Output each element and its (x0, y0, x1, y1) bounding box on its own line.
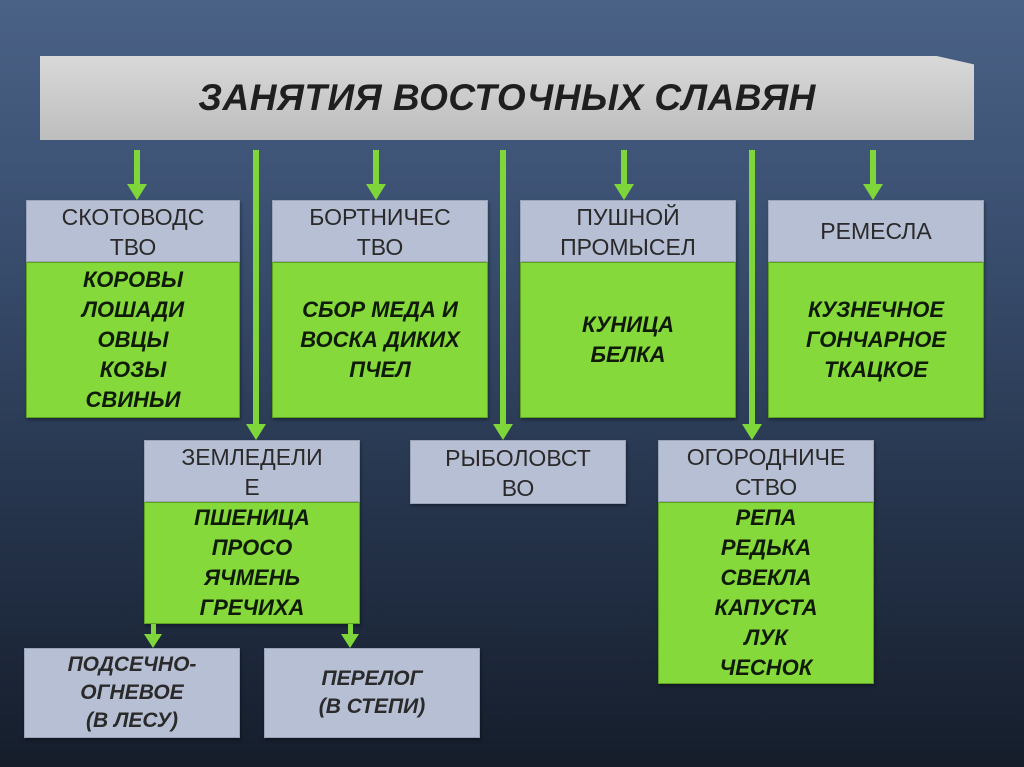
connector-fishing (500, 150, 506, 426)
content-cattle: КОРОВЫ ЛОШАДИ ОВЦЫ КОЗЫ СВИНЬИ (26, 262, 240, 418)
item-beekeeping-2: ВОСКА ДИКИХ (300, 327, 460, 352)
connector-fallow (348, 624, 353, 636)
connector-beekeeping (373, 150, 379, 186)
arrow-cattle-icon (127, 184, 147, 200)
item-garlic: ЧЕСНОК (719, 655, 813, 680)
header-beekeeping-line2: ТВО (356, 234, 404, 260)
item-barley: ЯЧМЕНЬ (203, 565, 301, 590)
header-fishing: РЫБОЛОВСТ ВО (410, 440, 626, 504)
box-slash-and-burn: ПОДСЕЧНО- ОГНЕВОЕ (В ЛЕСУ) (24, 648, 240, 738)
item-cabbage: КАПУСТА (714, 595, 818, 620)
item-pigs: СВИНЬИ (85, 387, 181, 412)
header-crafts: РЕМЕСЛА (768, 200, 984, 262)
arrow-gardening-icon (742, 424, 762, 440)
box-beekeeping: БОРТНИЧЕС ТВО СБОР МЕДА И ВОСКА ДИКИХ ПЧ… (272, 200, 488, 418)
item-beekeeping-3: ПЧЕЛ (349, 357, 411, 382)
item-turnip: РЕПА (735, 505, 797, 530)
box-crafts: РЕМЕСЛА КУЗНЕЧНОЕ ГОНЧАРНОЕ ТКАЦКОЕ (768, 200, 984, 418)
connector-farming (253, 150, 259, 426)
item-radish: РЕДЬКА (720, 535, 812, 560)
connector-fur (621, 150, 627, 186)
item-buckwheat: ГРЕЧИХА (199, 595, 305, 620)
fallow-line2: (В СТЕПИ) (318, 695, 426, 718)
fallow-line1: ПЕРЕЛОГ (321, 667, 423, 690)
item-weaving: ТКАЦКОЕ (824, 357, 928, 382)
item-onion: ЛУК (744, 625, 788, 650)
connector-gardening (749, 150, 755, 426)
box-fishing: РЫБОЛОВСТ ВО (410, 440, 626, 504)
header-cattle-line2: ТВО (109, 234, 157, 260)
header-farming-line2: Е (244, 474, 260, 500)
header-farming-line1: ЗЕМЛЕДЕЛИ (181, 444, 323, 470)
item-beekeeping-1: СБОР МЕДА И (302, 297, 458, 322)
item-goats: КОЗЫ (99, 357, 167, 382)
header-crafts-line1: РЕМЕСЛА (820, 218, 932, 244)
diagram-title: ЗАНЯТИЯ ВОСТОЧНЫХ СЛАВЯН (198, 77, 816, 118)
slash-line1: ПОДСЕЧНО- (67, 653, 197, 676)
header-cattle-line1: СКОТОВОДС (61, 204, 205, 230)
header-cattle: СКОТОВОДС ТВО (26, 200, 240, 262)
box-fallow: ПЕРЕЛОГ (В СТЕПИ) (264, 648, 480, 738)
header-gardening-line2: СТВО (734, 474, 798, 500)
box-gardening: ОГОРОДНИЧЕ СТВО РЕПА РЕДЬКА СВЕКЛА КАПУС… (658, 440, 874, 684)
header-fur-line2: ПРОМЫСЕЛ (560, 234, 696, 260)
header-fur-line1: ПУШНОЙ (576, 204, 680, 230)
connector-slash (151, 624, 156, 636)
arrow-farming-icon (246, 424, 266, 440)
item-millet: ПРОСО (211, 535, 293, 560)
arrow-fishing-icon (493, 424, 513, 440)
item-cows: КОРОВЫ (82, 267, 184, 292)
arrow-crafts-icon (863, 184, 883, 200)
arrow-beekeeping-icon (366, 184, 386, 200)
header-gardening-line1: ОГОРОДНИЧЕ (686, 444, 846, 470)
item-blacksmith: КУЗНЕЧНОЕ (807, 297, 945, 322)
content-beekeeping: СБОР МЕДА И ВОСКА ДИКИХ ПЧЕЛ (272, 262, 488, 418)
content-farming: ПШЕНИЦА ПРОСО ЯЧМЕНЬ ГРЕЧИХА (144, 502, 360, 624)
slash-line3: (В ЛЕСУ) (85, 709, 178, 732)
item-squirrel: БЕЛКА (590, 342, 666, 367)
arrow-fur-icon (614, 184, 634, 200)
header-fishing-line1: РЫБОЛОВСТ (445, 445, 591, 471)
item-pottery: ГОНЧАРНОЕ (805, 327, 947, 352)
box-fur: ПУШНОЙ ПРОМЫСЕЛ КУНИЦА БЕЛКА (520, 200, 736, 418)
item-wheat: ПШЕНИЦА (194, 505, 310, 530)
content-fur: КУНИЦА БЕЛКА (520, 262, 736, 418)
content-crafts: КУЗНЕЧНОЕ ГОНЧАРНОЕ ТКАЦКОЕ (768, 262, 984, 418)
box-farming: ЗЕМЛЕДЕЛИ Е ПШЕНИЦА ПРОСО ЯЧМЕНЬ ГРЕЧИХА (144, 440, 360, 624)
item-beet: СВЕКЛА (720, 565, 812, 590)
header-fishing-line2: ВО (501, 475, 535, 501)
arrow-fallow-icon (341, 634, 359, 648)
header-beekeeping: БОРТНИЧЕС ТВО (272, 200, 488, 262)
item-marten: КУНИЦА (581, 312, 675, 337)
header-beekeeping-line1: БОРТНИЧЕС (309, 204, 451, 230)
connector-crafts (870, 150, 876, 186)
item-sheep: ОВЦЫ (97, 327, 169, 352)
header-fur: ПУШНОЙ ПРОМЫСЕЛ (520, 200, 736, 262)
connector-cattle (134, 150, 140, 186)
header-farming: ЗЕМЛЕДЕЛИ Е (144, 440, 360, 502)
content-gardening: РЕПА РЕДЬКА СВЕКЛА КАПУСТА ЛУК ЧЕСНОК (658, 502, 874, 684)
header-gardening: ОГОРОДНИЧЕ СТВО (658, 440, 874, 502)
title-bar: ЗАНЯТИЯ ВОСТОЧНЫХ СЛАВЯН (40, 56, 974, 140)
arrow-slash-icon (144, 634, 162, 648)
box-cattle: СКОТОВОДС ТВО КОРОВЫ ЛОШАДИ ОВЦЫ КОЗЫ СВ… (26, 200, 240, 418)
item-horses: ЛОШАДИ (81, 297, 185, 322)
slash-line2: ОГНЕВОЕ (80, 681, 184, 704)
